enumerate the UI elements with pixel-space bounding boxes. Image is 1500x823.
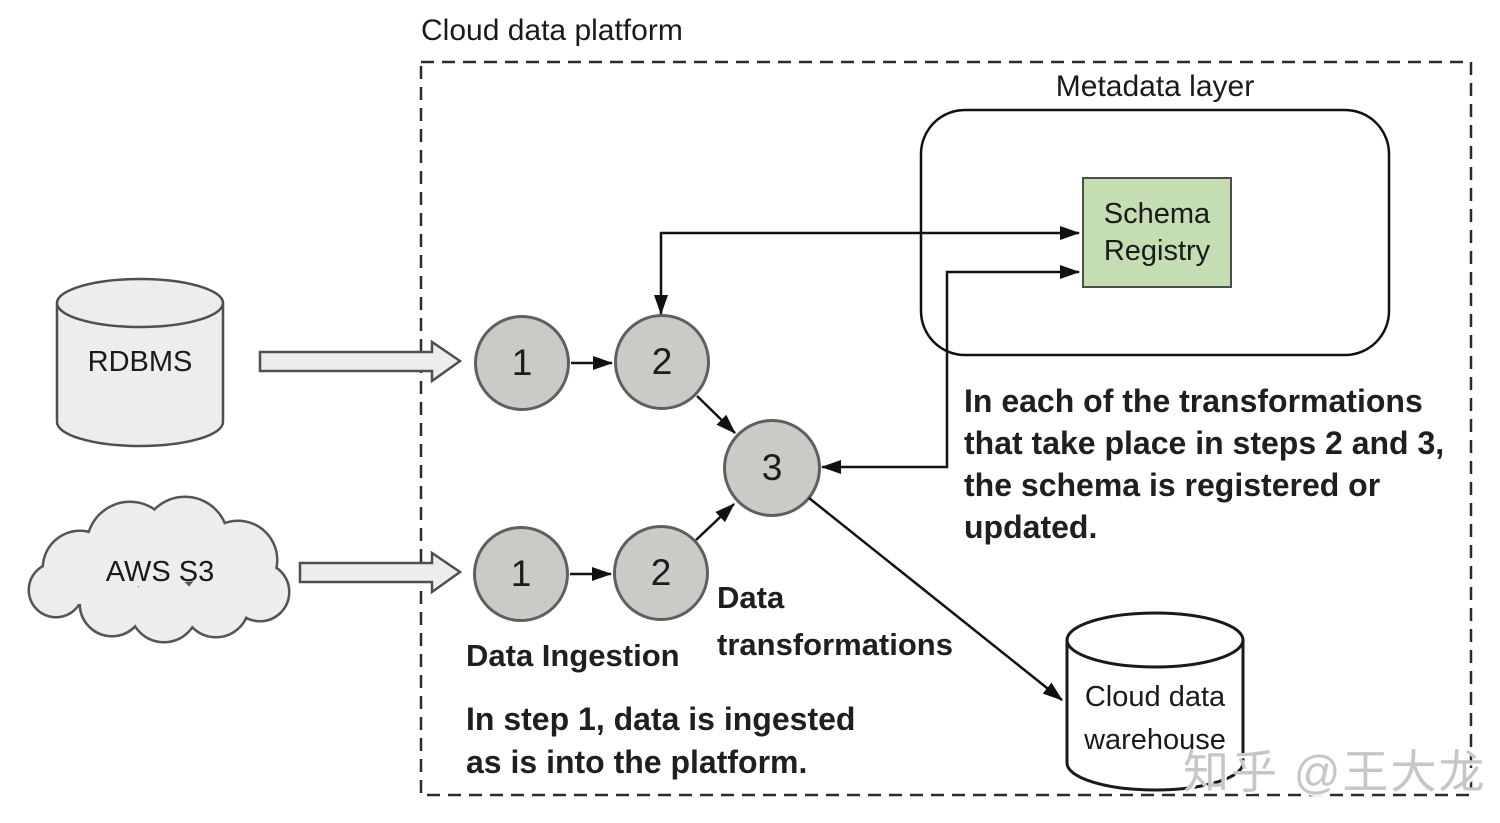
rdbms-ingest-block-arrow <box>258 339 463 384</box>
arrow-bottom-step2-to-step3 <box>695 503 735 541</box>
data-transformations-line1: Data <box>717 580 785 615</box>
schema-registry-label-line2: Registry <box>1103 234 1211 267</box>
ingestion-note-line2: as is into the platform. <box>466 744 808 780</box>
ingestion-note-line1: In step 1, data is ingested <box>466 701 856 737</box>
schema-note-line4: updated. <box>964 509 1098 545</box>
schema-registry-node: Schema Registry <box>1082 177 1232 288</box>
schema-note-line3: the schema is registered or <box>964 467 1381 503</box>
arrow-top-step2-to-step3 <box>696 395 736 434</box>
data-ingestion-label: Data Ingestion <box>466 638 680 673</box>
arrow-step2-schema-registry <box>654 226 1080 315</box>
schema-note-line2: that take place in steps 2 and 3, <box>964 425 1445 461</box>
step-circle-top-2: 2 <box>614 314 710 410</box>
zhihu-watermark: 知乎 @王大龙 <box>1183 746 1487 798</box>
diagram-title: Cloud data platform <box>421 14 683 47</box>
metadata-layer-label: Metadata layer <box>1055 70 1255 103</box>
step-circle-bottom-2: 2 <box>613 525 709 621</box>
schema-note-line1: In each of the transformations <box>964 383 1423 419</box>
warehouse-label-line1: Cloud data <box>1084 681 1226 713</box>
step-circle-3: 3 <box>723 419 821 517</box>
data-transformations-line2: transformations <box>717 627 953 662</box>
step-circle-bottom-1: 1 <box>473 526 569 622</box>
step-circle-top-1: 1 <box>474 315 570 411</box>
schema-registration-note: In each of the transformations that take… <box>964 380 1444 548</box>
ingestion-note: In step 1, data is ingested as is into t… <box>466 698 855 784</box>
s3-label: AWS S3 <box>105 556 215 588</box>
s3-ingest-block-arrow <box>298 550 463 595</box>
rdbms-label: RDBMS <box>87 346 193 378</box>
data-transformations-label: Data transformations <box>717 574 953 668</box>
schema-registry-label-line1: Schema <box>1103 197 1211 230</box>
